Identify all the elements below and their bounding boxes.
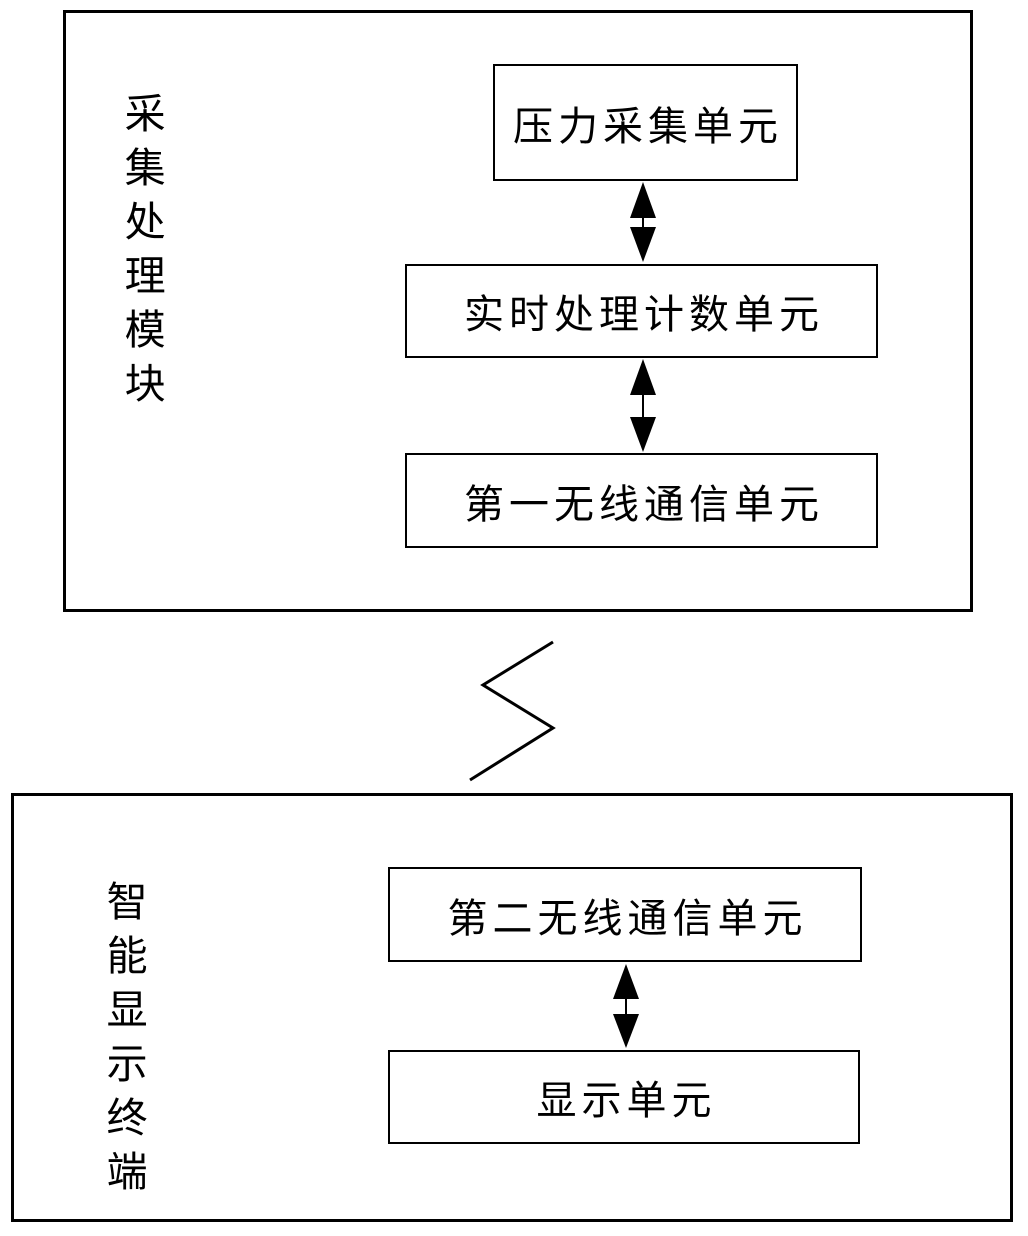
realtime-processing-counting-unit-label: 实时处理计数单元 <box>464 292 824 337</box>
second-wireless-comm-unit-label: 第二无线通信单元 <box>447 895 808 941</box>
realtime-processing-counting-unit-box: 实时处理计数单元 <box>405 264 878 358</box>
pressure-acquisition-unit-label: 压力采集单元 <box>513 103 783 149</box>
display-unit-label: 显示单元 <box>536 1078 717 1123</box>
second-wireless-comm-unit-box: 第二无线通信单元 <box>388 867 862 962</box>
pressure-acquisition-unit-box: 压力采集单元 <box>493 64 798 181</box>
first-wireless-comm-unit-box: 第一无线通信单元 <box>405 453 878 548</box>
wireless-link-zigzag-icon <box>469 640 556 782</box>
acquisition-processing-module-label: 采集处理模块 <box>118 92 165 416</box>
smart-display-terminal-label: 智能显示终端 <box>100 880 147 1204</box>
display-unit-box: 显示单元 <box>388 1050 860 1144</box>
first-wireless-comm-unit-label: 第一无线通信单元 <box>464 481 824 527</box>
smart-display-terminal-container <box>11 793 1013 1222</box>
